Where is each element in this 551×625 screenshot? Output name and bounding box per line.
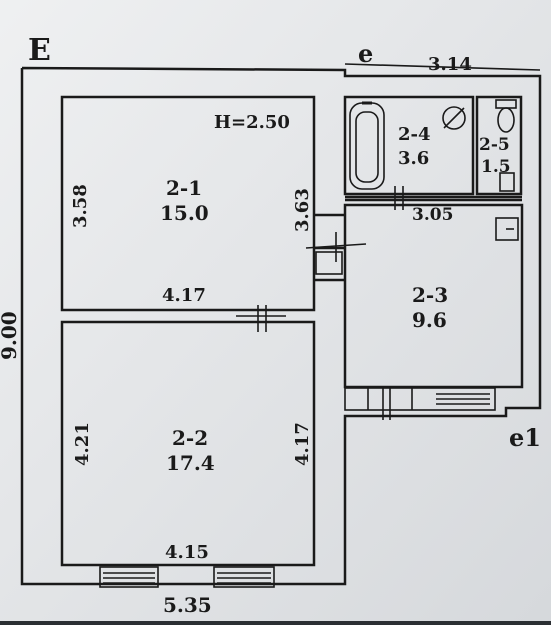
toilet-icon <box>495 99 517 133</box>
sink-icon <box>442 106 466 130</box>
dim-room2-right: 4.17 <box>292 422 313 466</box>
window-2-2-right <box>213 566 275 588</box>
dim-total-width: 5.35 <box>163 593 212 617</box>
outer-wall <box>20 66 542 586</box>
dim-top-width: 3.14 <box>428 54 472 75</box>
room-2-5-outline <box>475 95 523 196</box>
marker-e-lower: e <box>358 39 373 68</box>
room-2-1-area: 15.0 <box>160 201 209 225</box>
marker-e1: e1 <box>509 423 541 452</box>
room-2-3-id: 2-3 <box>412 283 448 307</box>
room-2-2-area: 17.4 <box>166 451 215 475</box>
dim-room2-height: 4.21 <box>72 422 93 466</box>
stove-icon <box>495 217 519 241</box>
room-2-4-outline <box>343 95 475 196</box>
window-2-3 <box>344 387 496 411</box>
room-2-5-area: 1.5 <box>481 157 511 177</box>
marker-e-upper: E <box>28 33 51 68</box>
room-2-3-outline <box>343 203 524 389</box>
room-2-4-area: 3.6 <box>398 148 429 169</box>
dim-room1-width: 4.17 <box>162 285 206 306</box>
bathtub-icon <box>349 101 385 190</box>
room-2-2-outline <box>60 320 316 567</box>
room-2-1-id: 2-1 <box>166 176 202 200</box>
dim-room3-width: 3.05 <box>412 205 453 225</box>
dim-room1-right: 3.63 <box>292 188 313 232</box>
room-2-4-id: 2-4 <box>398 124 431 145</box>
dim-room2-width: 4.15 <box>165 542 209 563</box>
height-note: H=2.50 <box>214 112 290 133</box>
room-2-1-outline <box>60 95 316 312</box>
corridor-cabinet <box>315 251 343 275</box>
room-2-5-id: 2-5 <box>479 135 510 155</box>
dimension-line <box>344 63 541 71</box>
dim-room1-height: 3.58 <box>70 184 91 228</box>
room-2-3-area: 9.6 <box>412 308 447 332</box>
heater-box <box>499 172 515 192</box>
dim-total-height: 9.00 <box>0 311 21 360</box>
window-2-2-left <box>99 566 159 588</box>
room-2-2-id: 2-2 <box>172 426 208 450</box>
